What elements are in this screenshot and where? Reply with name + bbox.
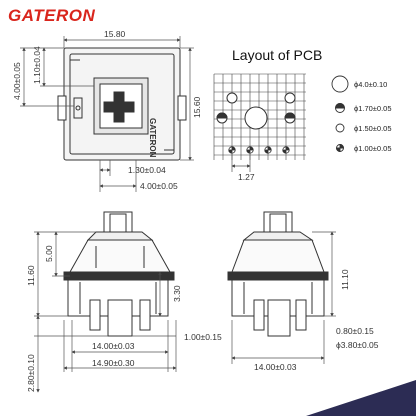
circle-large-icon (331, 75, 349, 93)
side-view (227, 211, 329, 337)
total-height-label: 11.60 (26, 265, 36, 286)
side-bottom-width-label: 14.00±0.03 (254, 362, 297, 372)
brand-logo: GATERON (8, 6, 96, 25)
pin-bottom-label: 2.80±0.10 (26, 354, 36, 392)
legend-label-1: ϕ4.0±0.10 (354, 80, 387, 89)
height-label: 15.60 (192, 96, 202, 118)
pcb-small-holes (228, 146, 290, 154)
top-view (57, 47, 187, 161)
front-view (63, 211, 175, 337)
side-view-dimensions (231, 231, 336, 364)
pcb-layout-title: Layout of PCB (232, 47, 322, 63)
side-height-label: 11.10 (340, 269, 350, 290)
pcb-holes (216, 92, 296, 130)
front-view-dimensions (34, 231, 177, 393)
pitch-dimension (231, 152, 251, 172)
legend-label-4: ϕ1.00±0.05 (354, 144, 392, 153)
side-pin-dia-label: ϕ3.80±0.05 (336, 340, 379, 350)
front-bottom-width-label: 14.00±0.03 (92, 341, 135, 351)
corner-accent (306, 380, 416, 416)
pcb-legend (331, 75, 349, 152)
pin-offset2-label: 4.00±0.05 (140, 181, 178, 191)
stem-inner-label: 1.10±0.04 (32, 46, 42, 84)
stem-height-label: 5.00 (44, 245, 54, 262)
legend-label-3: ϕ1.50±0.05 (354, 124, 392, 133)
circle-small-icon (335, 123, 345, 133)
pin-offset-label: 1.30±0.04 (128, 165, 166, 175)
pin-length-label: 3.30 (172, 285, 182, 302)
top-view-dimensions (20, 36, 194, 192)
side-pin-width-label: 0.80±0.15 (336, 326, 374, 336)
pin-width-label: 1.00±0.15 (184, 332, 222, 342)
legend-label-2: ϕ1.70±0.05 (354, 104, 392, 113)
stem-offset-label: 4.00±0.05 (12, 62, 22, 100)
overall-width-label: 14.90±0.30 (92, 358, 135, 368)
pitch-label: 1.27 (238, 172, 255, 182)
width-label: 15.80 (104, 29, 126, 39)
housing-text: GATERON (148, 118, 157, 158)
